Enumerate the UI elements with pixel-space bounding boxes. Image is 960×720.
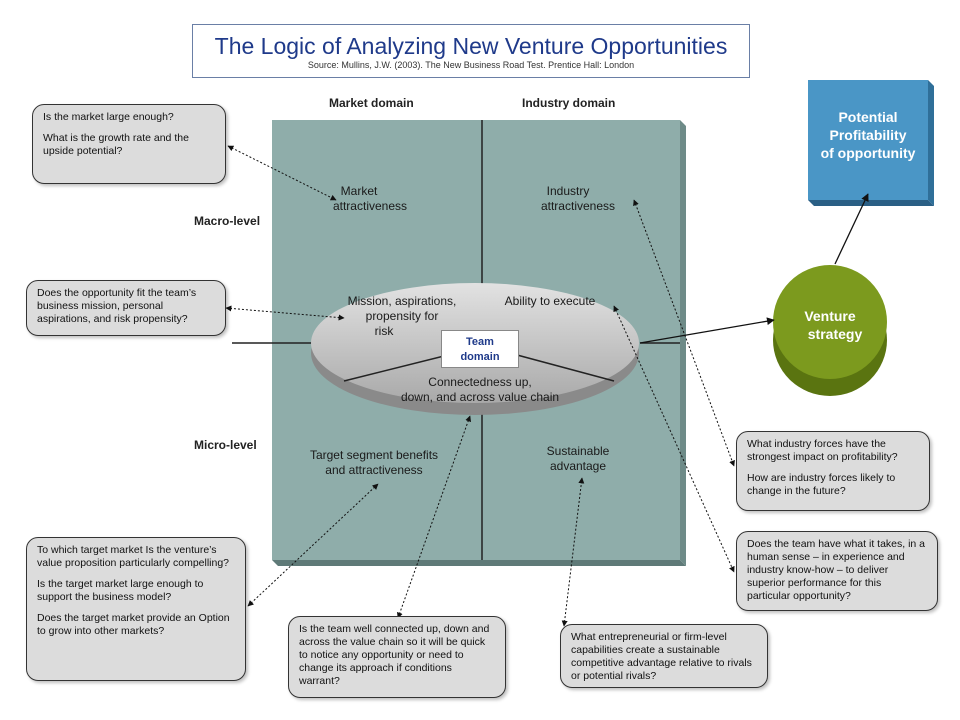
mission-line1: Mission, aspirations, — [347, 294, 457, 308]
profitability-line1: Potential — [838, 109, 898, 125]
connectedness-line1: Connectedness up, — [428, 375, 532, 389]
industry-domain-header: Industry domain — [522, 96, 616, 110]
profitability-line3: of opportunity — [820, 145, 916, 161]
dotted-market — [227, 145, 337, 201]
mission-line2: propensity for — [365, 309, 439, 323]
team-domain-box: Team domain — [441, 330, 519, 368]
sustainable-advantage: Sustainable advantage — [530, 444, 626, 474]
connectedness-line2: down, and across value chain — [400, 390, 560, 404]
callout-market-size: Is the market large enough? What is the … — [32, 104, 226, 184]
callout-capabilities-q1: What entrepreneurial or firm-level capab… — [571, 631, 752, 682]
market-attractiveness-line1: Market — [340, 184, 378, 198]
target-segment-line1: Target segment benefits — [309, 448, 439, 462]
venture-line1: Venture — [804, 308, 856, 324]
callout-industry-forces-q2: How are industry forces likely to change… — [747, 472, 896, 497]
potential-profitability: Potential Profitability of opportunity — [808, 108, 928, 162]
arrow-to-profit — [834, 193, 869, 265]
callout-industry-forces-q1: What industry forces have the strongest … — [747, 438, 898, 463]
ability-to-execute: Ability to execute — [504, 294, 596, 308]
callout-industry-forces: What industry forces have the strongest … — [736, 431, 930, 511]
industry-attractiveness-line1: Industry — [546, 184, 590, 198]
callout-team-capable: Does the team have what it takes, in a h… — [736, 531, 938, 611]
diagram-title: The Logic of Analyzing New Venture Oppor… — [214, 33, 728, 59]
industry-attractiveness-line2: attractiveness — [540, 199, 616, 213]
connectedness: Connectedness up, down, and across value… — [380, 375, 580, 405]
callout-connected-q1: Is the team well connected up, down and … — [299, 623, 490, 687]
profitability-line2: Profitability — [829, 127, 907, 143]
team-domain-line1: Team — [466, 336, 494, 348]
micro-level-label: Micro-level — [194, 438, 257, 452]
profit-box — [808, 80, 928, 200]
mission-aspirations: Mission, aspirations, propensity for ris… — [340, 294, 464, 339]
macro-level-label: Macro-level — [194, 214, 261, 228]
profit-box-bottom — [808, 200, 934, 206]
callout-mission-fit: Does the opportunity fit the team’s busi… — [26, 280, 226, 336]
callout-mission-fit-q1: Does the opportunity fit the team’s busi… — [37, 287, 197, 325]
panel-bottom-edge — [272, 560, 686, 566]
dotted-ability — [613, 305, 735, 573]
industry-attractiveness: Industry attractiveness — [518, 184, 638, 214]
venture-strategy: Venture strategy — [780, 307, 890, 343]
callout-market-size-q2: What is the growth rate and the upside p… — [43, 132, 189, 157]
dotted-sustainable — [561, 477, 585, 627]
target-segment-benefits: Target segment benefits and attractivene… — [294, 448, 454, 478]
dotted-target — [247, 483, 379, 607]
profit-box-side — [928, 80, 934, 206]
callout-target-market-q1: To which target market Is the venture’s … — [37, 544, 230, 569]
callout-capabilities: What entrepreneurial or firm-level capab… — [560, 624, 768, 688]
market-domain-header: Market domain — [329, 96, 414, 110]
callout-target-market-q3: Does the target market provide an Option… — [37, 612, 230, 637]
title-box: The Logic of Analyzing New Venture Oppor… — [192, 24, 750, 78]
team-split-right — [505, 351, 615, 382]
callout-market-size-q1: Is the market large enough? — [43, 111, 174, 123]
callout-target-market-q2: Is the target market large enough to sup… — [37, 578, 204, 603]
callout-connected: Is the team well connected up, down and … — [288, 616, 506, 698]
market-attractiveness-line2: attractiveness — [332, 199, 408, 213]
sustainable-line2: advantage — [549, 459, 607, 473]
mission-line3: risk — [374, 324, 394, 338]
target-segment-line2: and attractiveness — [325, 463, 423, 477]
panel-right-edge — [680, 120, 686, 566]
source-citation: Source: Mullins, J.W. (2003). The New Bu… — [307, 60, 635, 70]
venture-line2: strategy — [807, 326, 863, 342]
venture-circle — [773, 265, 887, 379]
callout-target-market: To which target market Is the venture’s … — [26, 537, 246, 681]
team-split-left — [343, 351, 461, 382]
sustainable-line1: Sustainable — [546, 444, 610, 458]
team-domain-line2: domain — [460, 351, 500, 363]
market-attractiveness: Market attractiveness — [310, 184, 430, 214]
callout-team-capable-q1: Does the team have what it takes, in a h… — [747, 538, 926, 602]
